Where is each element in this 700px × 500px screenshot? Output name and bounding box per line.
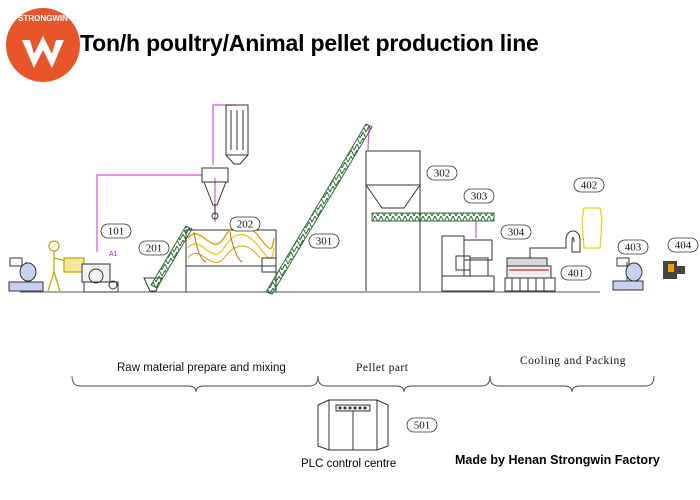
label-202: 202 [237, 219, 254, 231]
pneumatic-pipe [96, 104, 477, 252]
section-cooling-packing: Cooling and Packing [520, 355, 626, 367]
fan-duct [529, 230, 581, 258]
worker-figure [47, 240, 85, 292]
label-301: 301 [316, 236, 333, 248]
label-401: 401 [568, 268, 585, 280]
section-braces [71, 375, 655, 393]
label-303: 303 [471, 191, 488, 203]
logo-brand-text: STRONGWIN [18, 14, 68, 23]
cooler-401 [504, 257, 556, 292]
screw-conveyor-303 [371, 212, 495, 222]
hammer-mill [81, 263, 119, 293]
label-501: 501 [414, 420, 431, 432]
label-101: 101 [108, 226, 125, 238]
bucket-elevator-201 [143, 225, 193, 292]
number-labels [100, 165, 699, 433]
label-403: 403 [625, 242, 642, 254]
page-title: Ton/h poultry/Animal pellet production l… [80, 30, 539, 56]
screw-conveyor-301 [265, 123, 373, 295]
plc-cabinet [317, 399, 389, 451]
section-pellet: Pellet part [356, 362, 409, 374]
label-a1: A1 [109, 251, 118, 258]
strongwin-logo [6, 8, 80, 82]
label-304: 304 [508, 227, 525, 239]
packing-bag-402 [581, 207, 603, 249]
cyclone-dust-collector [201, 104, 249, 220]
mixer-202 [185, 223, 277, 292]
plc-label: PLC control centre [301, 458, 397, 470]
section-raw-material: Raw material prepare and mixing [117, 362, 286, 374]
label-404: 404 [675, 240, 692, 252]
label-201: 201 [146, 243, 163, 255]
label-302: 302 [434, 168, 451, 180]
label-402: 402 [581, 180, 598, 192]
pellet-mill-304 [441, 235, 495, 292]
sealing-machine-404 [663, 261, 685, 279]
scale-left [8, 257, 44, 292]
credit-text: Made by Henan Strongwin Factory [455, 453, 660, 467]
scale-right [612, 257, 644, 291]
